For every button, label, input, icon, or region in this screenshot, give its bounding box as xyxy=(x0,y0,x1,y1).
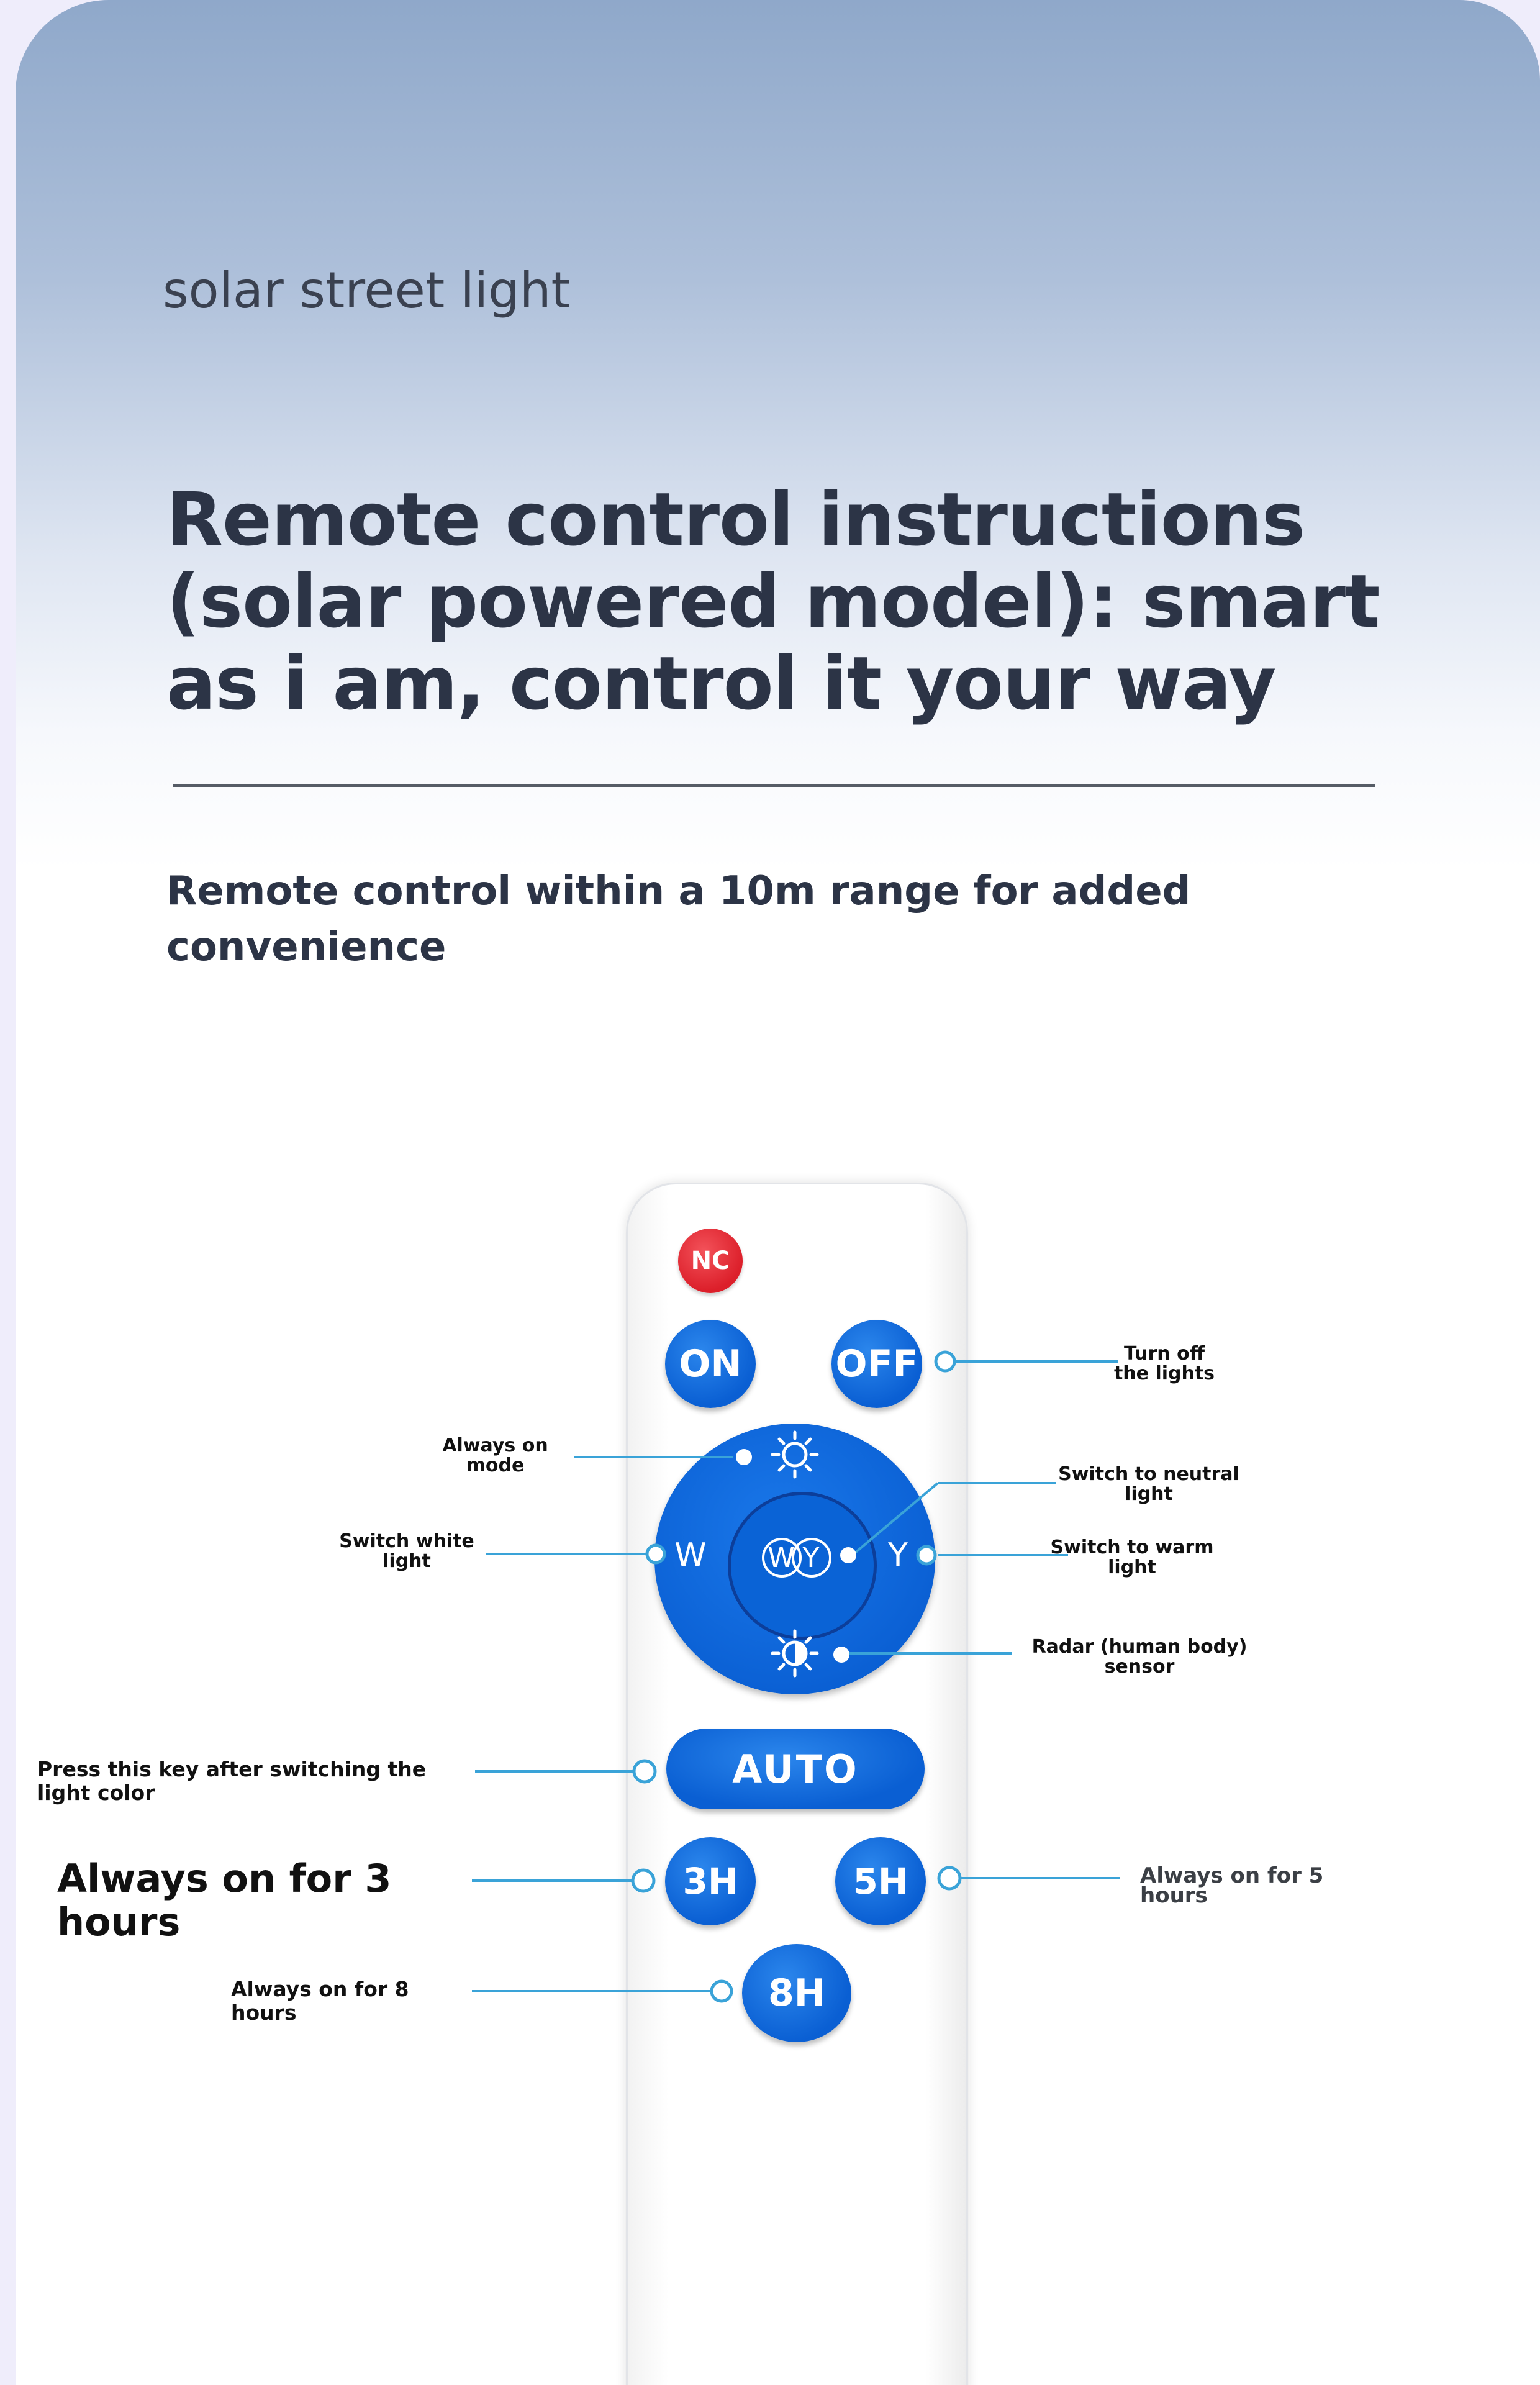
off-button[interactable]: OFF xyxy=(831,1320,922,1408)
white-light-button[interactable]: W xyxy=(674,1537,707,1574)
label-white-light: Switch white light xyxy=(339,1530,474,1572)
warm-light-button[interactable]: Y xyxy=(888,1537,908,1574)
label-8-hours: Always on for 8 hours xyxy=(231,1977,409,2025)
subheadline: Remote control within a 10m range for ad… xyxy=(166,868,1191,970)
nc-button[interactable]: NC xyxy=(678,1229,743,1293)
3h-button[interactable]: 3H xyxy=(665,1837,756,1925)
brand-name: solar street light xyxy=(163,261,571,319)
sun-icon[interactable] xyxy=(771,1430,819,1479)
label-5-hours: Always on for 5 hours xyxy=(1140,1863,1324,1908)
label-always-on-mode: Always on mode xyxy=(442,1435,548,1476)
wy-center-button[interactable] xyxy=(728,1492,877,1640)
label-radar-sensor: Radar (human body) sensor xyxy=(1031,1636,1248,1678)
on-button[interactable]: ON xyxy=(665,1320,756,1408)
label-auto-hint: Press this key after switching the light… xyxy=(37,1757,427,1805)
label-3-hours: Always on for 3 hours xyxy=(57,1856,392,1945)
radar-sensor-icon[interactable] xyxy=(771,1629,819,1678)
page-headline: Remote control instructions (solar power… xyxy=(166,476,1380,726)
wy-y-letter: Y xyxy=(802,1542,820,1574)
label-neutral-light: Switch to neutral light xyxy=(1058,1463,1239,1505)
wy-w-letter: W xyxy=(768,1542,795,1574)
label-warm-light: Switch to warm light xyxy=(1050,1537,1214,1578)
divider xyxy=(173,784,1375,787)
label-turn-off: Turn off the lights xyxy=(1113,1343,1215,1384)
5h-button[interactable]: 5H xyxy=(835,1837,926,1925)
wy-toggle-icon xyxy=(762,1538,831,1578)
auto-button[interactable]: AUTO xyxy=(666,1729,925,1809)
8h-button[interactable]: 8H xyxy=(742,1944,851,2042)
